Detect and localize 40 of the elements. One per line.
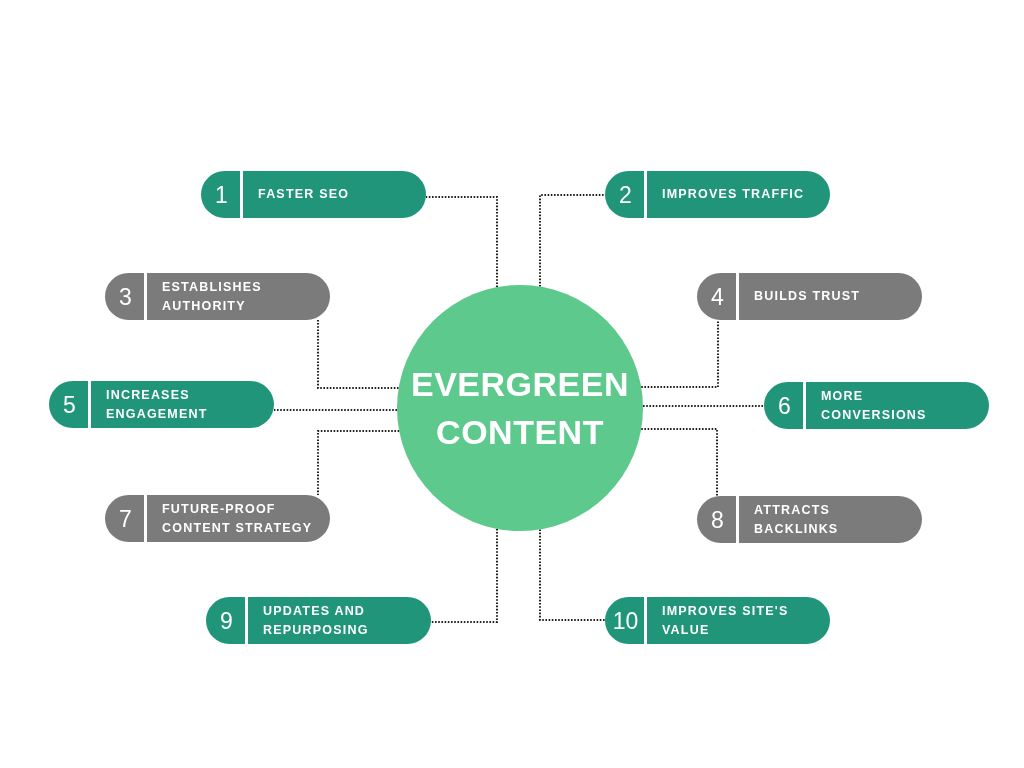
connector-line [425, 196, 498, 289]
step-label: MORE CONVERSIONS [821, 387, 928, 424]
step-pill [105, 273, 330, 320]
step-label: IMPROVES TRAFFIC [662, 186, 805, 203]
step-pill [605, 597, 830, 644]
step-pill [49, 381, 274, 428]
step-number: 6 [777, 392, 791, 419]
connector-line [642, 405, 765, 407]
step-number: 1 [214, 181, 228, 208]
step-pill [201, 171, 426, 218]
step-pill [105, 495, 330, 542]
step-label: FUTURE-PROOF CONTENT STRATEGY [162, 500, 314, 537]
step-label: INCREASES ENGAGEMENT [106, 386, 209, 423]
connector-line [430, 527, 498, 623]
step-pill [605, 171, 830, 218]
connector-line [640, 428, 718, 497]
step-label: ATTRACTS BACKLINKS [754, 501, 840, 538]
step-number: 9 [219, 607, 233, 634]
step-label: IMPROVES SITE'S VALUE [662, 602, 790, 639]
connector-line [273, 409, 398, 411]
step-label: UPDATES AND REPURPOSING [263, 602, 370, 639]
center-title: EVERGREEN CONTENT [410, 364, 630, 453]
step-number: 7 [118, 505, 132, 532]
step-number: 8 [710, 506, 724, 533]
step-number: 5 [62, 391, 76, 418]
connector-line [317, 430, 401, 496]
connector-line [539, 194, 606, 288]
step-number: 4 [710, 283, 724, 310]
step-number: 3 [118, 283, 132, 310]
step-pill [764, 382, 989, 429]
step-label: ESTABLISHES AUTHORITY [162, 278, 263, 315]
step-label: BUILDS TRUST [754, 288, 861, 305]
step-number: 10 [611, 607, 639, 634]
step-pill [206, 597, 431, 644]
connector-line [539, 528, 606, 621]
step-pill [697, 496, 922, 543]
step-pill [697, 273, 922, 320]
connector-line [640, 319, 719, 388]
step-label: FASTER SEO [258, 186, 350, 203]
step-number: 2 [618, 181, 632, 208]
